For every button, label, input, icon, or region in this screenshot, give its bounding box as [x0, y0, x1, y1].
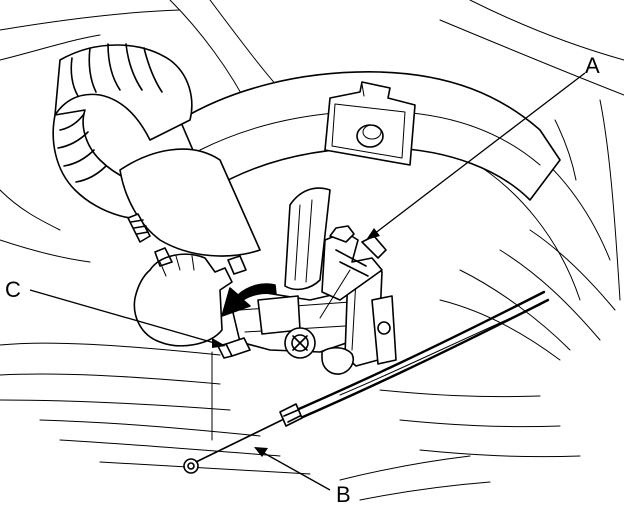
- support-strap: [284, 187, 331, 291]
- leader-lines: [29, 72, 586, 491]
- callout-label-a: A: [585, 53, 600, 78]
- leader-arrow-b-icon: [254, 447, 268, 457]
- background-outlines: [0, 0, 624, 501]
- callout-label-c: C: [5, 277, 21, 302]
- throttle-cable-b: [183, 290, 550, 474]
- mounting-bracket: [324, 81, 416, 166]
- leader-arrow-c-icon: [212, 338, 226, 348]
- rotation-arrow-icon: [221, 283, 277, 317]
- lock-pin-c: [211, 337, 251, 441]
- leader-arrow-a-icon: [366, 228, 380, 240]
- valve-housing: [133, 247, 247, 347]
- corrugated-hose: [52, 43, 261, 257]
- callout-label-b: B: [336, 482, 351, 507]
